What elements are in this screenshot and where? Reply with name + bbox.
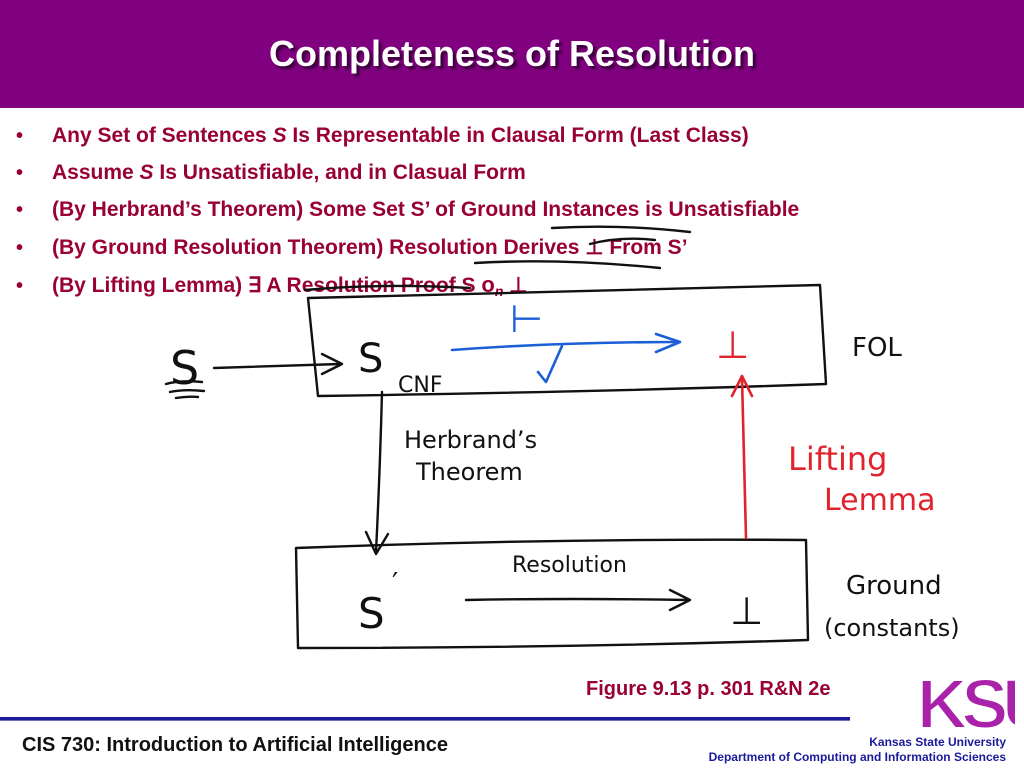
figure-reference: Figure 9.13 p. 301 R&N 2e	[586, 678, 831, 700]
bullet-item: • (By Ground Resolution Theorem) Resolut…	[16, 235, 1016, 272]
label-bottom-top: ⊥	[716, 323, 749, 367]
label-s-cnf: S	[358, 336, 383, 382]
course-name: CIS 730: Introduction to Artificial Inte…	[22, 734, 448, 756]
label-s-prime: S	[358, 589, 385, 638]
label-lifting: Lifting	[788, 440, 887, 478]
bullet-text-part: (By Lifting Lemma) ∃ A Resolution Proof …	[52, 274, 482, 297]
bullet-text-part: Is Representable in Clausal Form (Last C…	[286, 124, 749, 147]
bullet-text: (By Lifting Lemma) ∃ A Resolution Proof …	[52, 272, 528, 299]
bullet-marker: •	[16, 199, 24, 221]
arrow-herbrand	[374, 390, 384, 554]
bullet-text: (By Herbrand’s Theorem) Some Set S’ of G…	[52, 198, 800, 221]
slide-title: Completeness of Resolution	[268, 33, 756, 74]
label-cnf: CNF	[398, 373, 442, 398]
bullet-text-part: Assume	[52, 161, 140, 184]
arrowhead	[654, 332, 682, 354]
arrow-resolution	[464, 597, 690, 602]
label-theorem: Theorem	[415, 458, 523, 486]
bullet-text-part: ⊥	[503, 274, 528, 297]
bullet-marker: •	[16, 125, 24, 147]
arrowhead	[364, 530, 390, 556]
bullet-text-italic: S	[272, 124, 287, 147]
bullet-item: • (By Lifting Lemma) ∃ A Resolution Proo…	[16, 272, 1016, 309]
bullet-text: (By Ground Resolution Theorem) Resolutio…	[52, 236, 688, 259]
label-resolution: Resolution	[512, 553, 627, 578]
s-underline	[174, 395, 200, 400]
arrowhead	[320, 352, 344, 376]
bullet-marker: •	[16, 237, 24, 259]
logo-text: KSU	[917, 665, 1015, 736]
ksu-logo: KSU	[916, 664, 1015, 736]
label-lemma: Lemma	[824, 483, 935, 518]
bullet-list: • Any Set of Sentences S Is Representabl…	[16, 124, 1016, 309]
arrowhead	[730, 374, 754, 398]
arrow-s-to-cnf	[212, 362, 342, 370]
arrowhead	[668, 588, 692, 612]
blue-arrow-top	[450, 340, 680, 352]
s-underline	[168, 389, 206, 394]
label-fol: FOL	[852, 333, 902, 363]
arrow-lifting	[740, 376, 748, 540]
s-underline	[164, 380, 204, 386]
composition-symbol: o	[481, 272, 495, 297]
bullet-marker: •	[16, 275, 24, 297]
bullet-text-part: Is Unsatisfiable, and in Clasual Form	[153, 161, 526, 184]
title-bar: Completeness of Resolution	[0, 0, 1024, 108]
bullet-item: • (By Herbrand’s Theorem) Some Set S’ of…	[16, 198, 1016, 235]
label-s: S	[170, 341, 199, 395]
bullet-item: • Any Set of Sentences S Is Representabl…	[16, 124, 1016, 161]
bullet-text: Assume S Is Unsatisfiable, and in Clasua…	[52, 161, 526, 185]
ground-box	[294, 538, 810, 650]
label-ground: Ground	[846, 571, 942, 601]
label-bottom-low: ⊥	[730, 589, 763, 633]
department-name: Department of Computing and Information …	[708, 750, 1006, 764]
bullet-item: • Assume S Is Unsatisfiable, and in Clas…	[16, 161, 1016, 198]
label-constants: (constants)	[824, 614, 960, 642]
label-prime-mark: ′	[392, 566, 398, 599]
bullet-text-part: Any Set of Sentences	[52, 124, 273, 147]
label-herbrand: Herbrand’s	[404, 426, 537, 454]
bullet-text-italic: S	[139, 161, 154, 184]
university-name: Kansas State University	[869, 735, 1006, 749]
footer-divider	[0, 717, 850, 721]
check-mark	[536, 344, 564, 384]
bullet-marker: •	[16, 162, 24, 184]
bullet-text: Any Set of Sentences S Is Representable …	[52, 124, 749, 148]
